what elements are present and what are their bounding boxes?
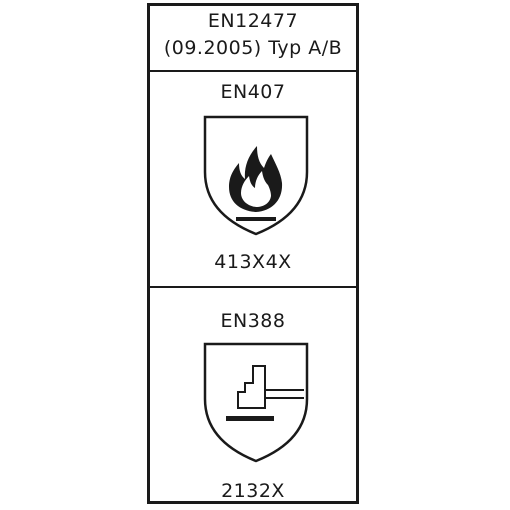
section-divider xyxy=(150,286,356,288)
section-en388-title: EN388 xyxy=(220,310,286,332)
section-en388-code: 2132X xyxy=(221,480,285,502)
header-standard-line2: (09.2005) Typ A/B xyxy=(163,37,343,59)
certification-panel: EN12477 (09.2005) Typ A/B EN407 413X4X E… xyxy=(147,3,359,504)
flame-shield-icon xyxy=(203,115,309,236)
section-en407-title: EN407 xyxy=(220,81,286,103)
hammer-shield-icon xyxy=(203,342,309,463)
header-divider xyxy=(150,70,356,72)
header-standard-line1: EN12477 xyxy=(207,10,299,32)
section-en407-code: 413X4X xyxy=(214,251,292,273)
